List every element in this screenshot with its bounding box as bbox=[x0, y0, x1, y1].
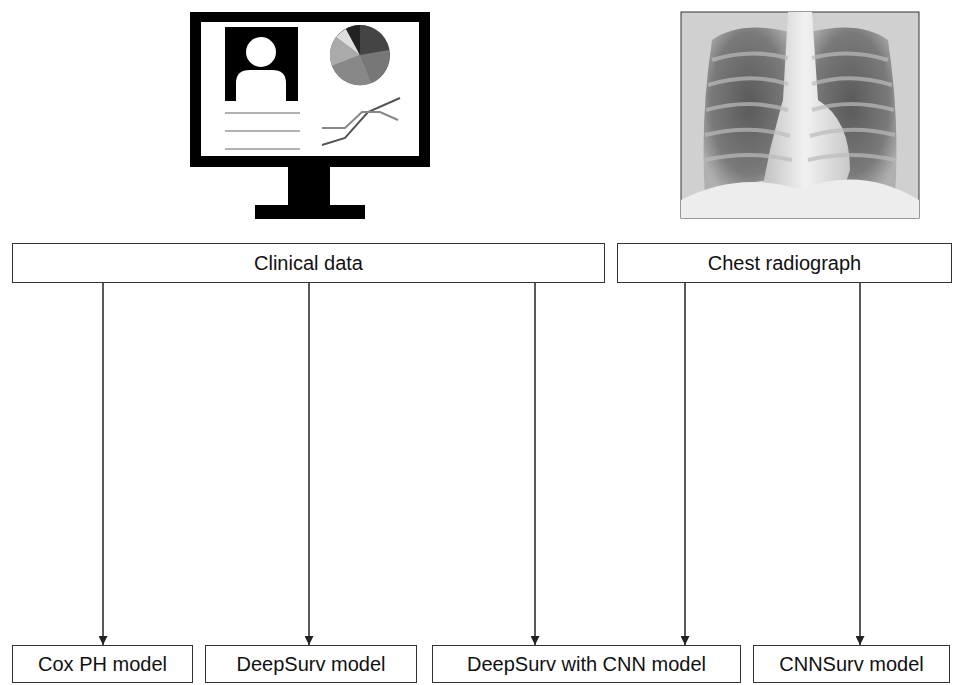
box-label: Cox PH model bbox=[32, 653, 173, 676]
box-label: Chest radiograph bbox=[702, 252, 867, 275]
box-label: DeepSurv model bbox=[231, 653, 392, 676]
model-box: DeepSurv model bbox=[205, 645, 417, 683]
box-label: DeepSurv with CNN model bbox=[461, 653, 712, 676]
arrow-connector bbox=[102, 283, 104, 645]
input-box: Clinical data bbox=[12, 243, 605, 283]
box-label: Clinical data bbox=[248, 252, 369, 275]
arrow-connector bbox=[534, 283, 536, 645]
xray-image bbox=[681, 12, 919, 218]
arrow-connector bbox=[859, 283, 861, 645]
input-box: Chest radiograph bbox=[617, 243, 952, 283]
arrow-connector bbox=[308, 283, 310, 645]
model-box: CNNSurv model bbox=[753, 645, 950, 683]
box-label: CNNSurv model bbox=[773, 653, 929, 676]
arrow-connector bbox=[684, 283, 686, 645]
model-box: DeepSurv with CNN model bbox=[432, 645, 741, 683]
monitor-icon bbox=[190, 12, 430, 219]
model-box: Cox PH model bbox=[12, 645, 193, 683]
